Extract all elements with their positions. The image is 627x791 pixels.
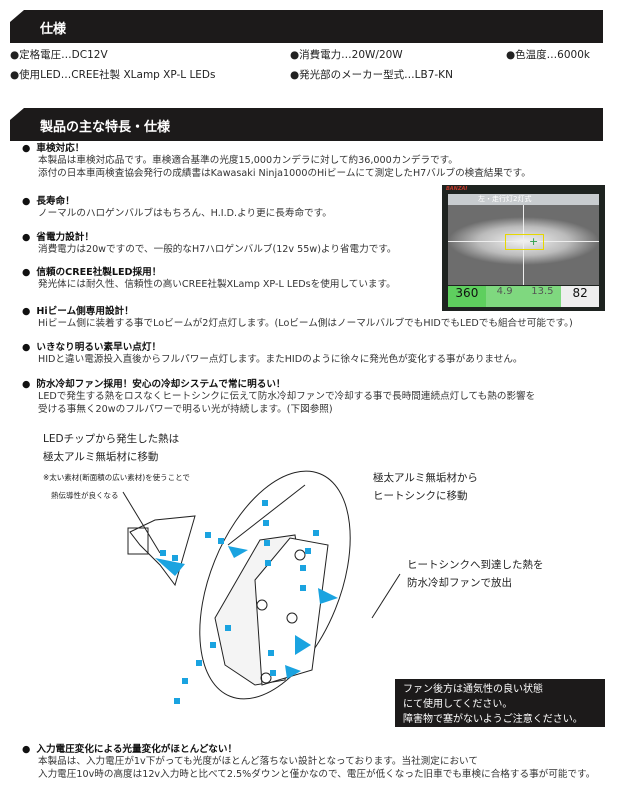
feature-title: 信頼のCREE社製LED採用！ <box>22 267 396 279</box>
reading-side: 13.5 <box>523 286 562 307</box>
spec-maker-model: ●発光部のメーカー型式…LB7-KN <box>290 69 453 81</box>
feature-title: 省電力設計！ <box>22 232 397 244</box>
spec-led: ●使用LED…CREE社製 XLamp XP-L LEDs <box>10 69 216 81</box>
notice-line: 障害物で塞がないようご注意ください。 <box>403 714 583 725</box>
feature-text: 発光体には耐久性、信頼性の高いCREE社製XLamp XP-L LEDsを使用し… <box>38 279 396 291</box>
feature-title: Hiビーム側専用設計！ <box>22 306 573 318</box>
feature-title: 入力電圧変化による光量変化がほとんどない！ <box>22 744 595 756</box>
feature-item: 長寿命！ノーマルのハロゲンバルブはもちろん、H.I.D.より更に長寿命です。 <box>22 196 332 221</box>
feature-title: 長寿命！ <box>22 196 332 208</box>
diagram-label-2: 極太アルミ無垢材からヒートシンクに移動 <box>373 472 478 502</box>
feature-text: LEDで発生する熱をロスなくヒートシンクに伝えて防水冷却ファンで冷却する事で長時… <box>38 391 536 403</box>
feature-text: 入力電圧10v時の高度は12v入力時と比べて2.5%ダウンと僅かなので、電圧が低… <box>38 768 596 780</box>
feature-text: 消費電力は20wですので、一般的なH7ハロゲンバルブ(12v 55w)より省電力… <box>38 244 397 256</box>
feature-title: 車検対応！ <box>22 143 531 155</box>
connector <box>127 527 149 555</box>
feature-item: 車検対応！本製品は車検対応品です。車検適合基準の光度15,000カンデラに対して… <box>22 143 531 180</box>
heat-flow-diagram <box>122 470 401 704</box>
feature-item: いきなり明るい素早い点灯！HIDと違い電源投入直後からフルパワー点灯します。また… <box>22 342 523 367</box>
ventilation-notice: ファン後方は通気性の良い状態 にて使用してください。 障害物で塞がないようご注意… <box>395 679 605 727</box>
leader-line <box>371 573 401 619</box>
feature-text: Hiビーム側に装着する事でLoビームが2灯点灯します。(Loビーム側はノーマルバ… <box>38 318 573 330</box>
beam-pattern: + <box>448 205 599 285</box>
feature-text: 本製品は、入力電圧が1v下がっても光度がほとんど落ちない設計となっております。当… <box>38 756 478 768</box>
feature-item: 防水冷却ファン採用！安心の冷却システムで常に明るい！LEDで発生する熱をロスなく… <box>22 379 535 416</box>
reading-cd: 360 <box>448 286 486 307</box>
spec-section-header: 仕様 <box>10 10 603 43</box>
feature-item: 省電力設計！消費電力は20wですので、一般的なH7ハロゲンバルブ(12v 55w… <box>22 232 397 257</box>
fan-housing <box>254 537 329 686</box>
feature-text: 受ける事無く20wのフルパワーで明るい光が持続します。(下図参照) <box>38 403 333 415</box>
features-section-header: 製品の主な特長・仕様 <box>10 108 603 141</box>
feature-item: 入力電圧変化による光量変化がほとんどない！本製品は、入力電圧が1v下がっても光度… <box>22 744 595 781</box>
feature-title: いきなり明るい素早い点灯！ <box>22 342 523 354</box>
spec-power: ●消費電力…20W/20W <box>290 49 403 61</box>
feature-text: 本製品は車検対応品です。車検適合基準の光度15,000カンデラに対して約36,0… <box>38 155 458 167</box>
diagram-label-1: LEDチップから発生した熱は極太アルミ無垢材に移動 <box>43 433 180 463</box>
leader-line <box>122 491 161 554</box>
feature-text: 添付の日本車両検査協会発行の成績書はKawasaki Ninja1000のHiビ… <box>38 167 531 179</box>
photo-brand: BANZAI <box>446 186 468 192</box>
feature-title: 防水冷却ファン採用！安心の冷却システムで常に明るい！ <box>22 379 535 391</box>
photo-header: 左・走行灯2灯式 <box>448 194 599 205</box>
feature-item: Hiビーム側専用設計！Hiビーム側に装着する事でLoビームが2灯点灯します。(L… <box>22 306 573 331</box>
notice-line: にて使用してください。 <box>403 699 513 710</box>
feature-text: ノーマルのハロゲンバルブはもちろん、H.I.D.より更に長寿命です。 <box>38 208 332 220</box>
headlight-flange <box>199 470 351 700</box>
spec-color-temp: ●色温度…6000k <box>506 49 590 61</box>
reading-up: 4.9 <box>485 286 524 307</box>
feature-text: HIDと違い電源投入直後からフルパワー点灯します。またHIDのように徐々に発光色… <box>38 354 523 366</box>
diagram-label-1-note: ※太い素材(断面積の広い素材)を使うことで熱伝導性が良くなる <box>43 473 190 500</box>
feature-item: 信頼のCREE社製LED採用！発光体には耐久性、信頼性の高いCREE社製XLam… <box>22 267 396 292</box>
diagram-label-3: ヒートシンクへ到達した熱を防水冷却ファンで放出 <box>407 559 544 589</box>
leader-line <box>227 484 306 546</box>
spec-voltage: ●定格電圧…DC12V <box>10 49 108 61</box>
bulb-base <box>129 515 196 587</box>
reading-distance: 82 <box>561 286 599 307</box>
heat-arrows <box>155 500 338 704</box>
spec-section-title: 仕様 <box>40 22 67 37</box>
beam-test-photo: BANZAI 左・走行灯2灯式 + 360 4.9 13.5 82 <box>442 185 605 311</box>
notice-line: ファン後方は通気性の良い状態 <box>403 684 543 695</box>
features-section-title: 製品の主な特長・仕様 <box>40 120 171 135</box>
